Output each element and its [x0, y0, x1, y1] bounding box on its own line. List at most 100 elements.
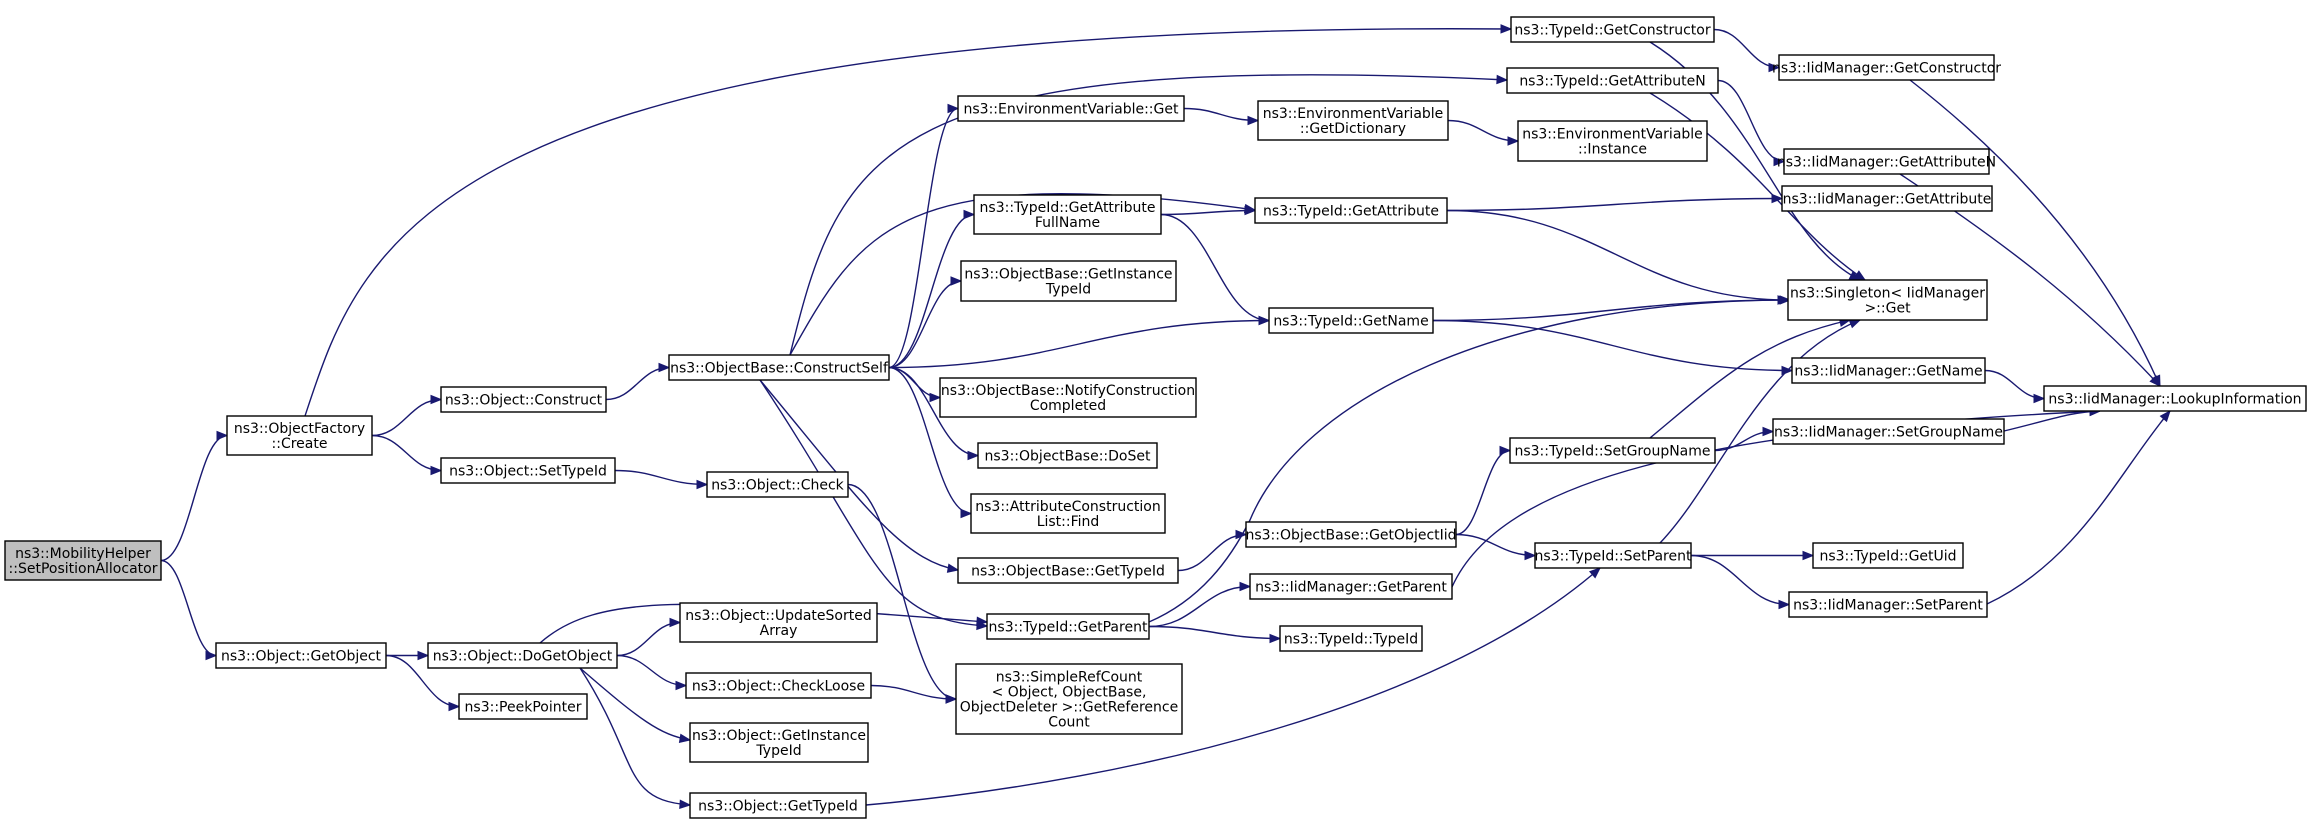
node-obds[interactable]: ns3::ObjectBase::DoSet [977, 442, 1158, 469]
edge-line [579, 667, 691, 741]
node-label: ns3::TypeId::SetGroupName [1514, 444, 1710, 460]
edge-odgo-to-ochl [616, 654, 688, 691]
edge-obcs-to-tgp [759, 379, 989, 631]
node-box [1279, 625, 1423, 652]
node-box [1245, 521, 1457, 548]
edge-ofc-to-tgc [304, 24, 1513, 417]
edge-line [1690, 554, 1790, 606]
node-box [1781, 185, 1993, 212]
edge-arrowhead [967, 450, 980, 461]
node-label: ns3::ObjectBase::DoSet [985, 449, 1151, 465]
node-ochl[interactable]: ns3::Object::CheckLoose [685, 672, 872, 699]
edge-obcs-to-tgan [789, 74, 1509, 356]
edge-arrowhead [669, 617, 682, 628]
edge-obcs-to-tgn [888, 315, 1271, 369]
node-label: ns3::Singleton< IidManager [1790, 286, 1985, 302]
edge-line [371, 434, 442, 472]
node-box [1506, 67, 1719, 94]
edge-arrowhead [1848, 319, 1862, 329]
node-imsgn[interactable]: ns3::IidManager::SetGroupName [1772, 418, 2005, 445]
edge-tgafn-to-tga [1160, 205, 1257, 216]
node-obcs[interactable]: ns3::ObjectBase::ConstructSelf [668, 354, 890, 381]
node-peek[interactable]: ns3::PeekPointer [458, 693, 588, 720]
call-nodes: ns3::MobilityHelper::SetPositionAllocato… [4, 16, 2307, 819]
edge-arrowhead [430, 394, 443, 405]
edge-tgafn-to-tgn [1160, 213, 1271, 326]
node-imgp[interactable]: ns3::IidManager::GetParent [1249, 573, 1453, 600]
node-envi[interactable]: ns3::EnvironmentVariable::Instance [1517, 120, 1708, 162]
node-tgu[interactable]: ns3::TypeId::GetUid [1812, 542, 1964, 569]
node-odgo[interactable]: ns3::Object::DoGetObject [427, 642, 618, 669]
edge-line [1148, 585, 1251, 628]
node-ofc[interactable]: ns3::ObjectFactory::Create [226, 415, 373, 456]
edge-arrowhead [963, 209, 976, 220]
edge-arrowhead [679, 799, 692, 809]
node-ochk[interactable]: ns3::Object::Check [706, 471, 849, 498]
edge-arrowhead [929, 392, 942, 403]
node-label: ns3::ObjectBase::GetObjectIid [1245, 528, 1456, 544]
node-obgoi[interactable]: ns3::ObjectBase::GetObjectIid [1245, 521, 1457, 548]
node-box [1778, 54, 1995, 81]
edge-line [1909, 79, 2161, 387]
edge-tga-to-imga [1446, 193, 1784, 212]
node-imsp[interactable]: ns3::IidManager::SetParent [1788, 591, 1988, 618]
node-label: TypeId [755, 743, 801, 759]
node-imgc[interactable]: ns3::IidManager::GetConstructor [1772, 54, 2001, 81]
node-tga[interactable]: ns3::TypeId::GetAttribute [1254, 197, 1448, 224]
node-label: ns3::TypeId::TypeId [1284, 632, 1418, 648]
node-label: ns3::IidManager::GetAttribute [1783, 192, 1992, 208]
edge-imsp-to-imli [1986, 409, 2171, 605]
node-label: ns3::AttributeConstruction [975, 499, 1160, 515]
node-label: ns3::ObjectBase::ConstructSelf [670, 361, 889, 377]
node-ostid[interactable]: ns3::Object::SetTypeId [440, 457, 616, 484]
node-tsp[interactable]: ns3::TypeId::SetParent [1534, 542, 1692, 569]
edge-line [1984, 369, 2045, 400]
edge-line [539, 603, 988, 644]
node-imgan[interactable]: ns3::IidManager::GetAttributeN [1777, 148, 1996, 175]
node-tsgn[interactable]: ns3::TypeId::SetGroupName [1509, 437, 1716, 464]
node-imga[interactable]: ns3::IidManager::GetAttribute [1781, 185, 1993, 212]
node-envget[interactable]: ns3::EnvironmentVariable::Get [957, 95, 1185, 122]
node-tgan[interactable]: ns3::TypeId::GetAttributeN [1506, 67, 1719, 94]
node-imli[interactable]: ns3::IidManager::LookupInformation [2043, 385, 2307, 412]
node-tgn[interactable]: ns3::TypeId::GetName [1268, 307, 1434, 334]
node-obnc[interactable]: ns3::ObjectBase::NotifyConstructionCompl… [939, 377, 1197, 418]
edge-line [1455, 533, 1536, 557]
edge-line [888, 107, 959, 369]
node-mh[interactable]: ns3::MobilityHelper::SetPositionAllocato… [4, 540, 162, 581]
edge-arrowhead [417, 650, 430, 661]
node-sing[interactable]: ns3::Singleton< IidManager >::Get [1787, 279, 1988, 321]
edge-arrowhead [696, 479, 709, 490]
node-src[interactable]: ns3::SimpleRefCount< Object, ObjectBase,… [955, 663, 1183, 735]
node-ttid[interactable]: ns3::TypeId::TypeId [1279, 625, 1423, 652]
edge-line [1446, 197, 1783, 212]
node-obgtid[interactable]: ns3::ObjectBase::GetTypeId [957, 557, 1179, 584]
edge-ocon-to-obcs [605, 362, 671, 401]
node-imgn[interactable]: ns3::IidManager::GetName [1791, 357, 1986, 384]
edge-line [759, 379, 959, 571]
edge-obcs-to-tgafn [888, 209, 976, 369]
node-tgp[interactable]: ns3::TypeId::GetParent [986, 613, 1150, 640]
edge-arrowhead [1853, 270, 1867, 281]
edge-arrowhead [216, 430, 229, 441]
node-label: ns3::PeekPointer [465, 700, 582, 716]
edge-arrowhead [205, 650, 218, 661]
node-label: TypeId [1045, 282, 1091, 298]
node-oget[interactable]: ns3::Object::GetObject [215, 642, 387, 669]
node-label: ns3::EnvironmentVariable [1522, 127, 1703, 143]
edge-arrowhead [1499, 445, 1512, 456]
node-envgd[interactable]: ns3::EnvironmentVariable::GetDictionary [1257, 100, 1449, 141]
edge-arrowhead [1496, 74, 1509, 85]
node-ogtid[interactable]: ns3::Object::GetTypeId [689, 792, 867, 819]
node-ocon[interactable]: ns3::Object::Construct [440, 386, 607, 413]
edge-obgoi-to-tsp [1455, 533, 1537, 561]
node-box [215, 642, 387, 669]
node-label: FullName [1035, 215, 1100, 231]
node-tgc[interactable]: ns3::TypeId::GetConstructor [1510, 16, 1715, 43]
edge-arrowhead [1269, 633, 1282, 644]
